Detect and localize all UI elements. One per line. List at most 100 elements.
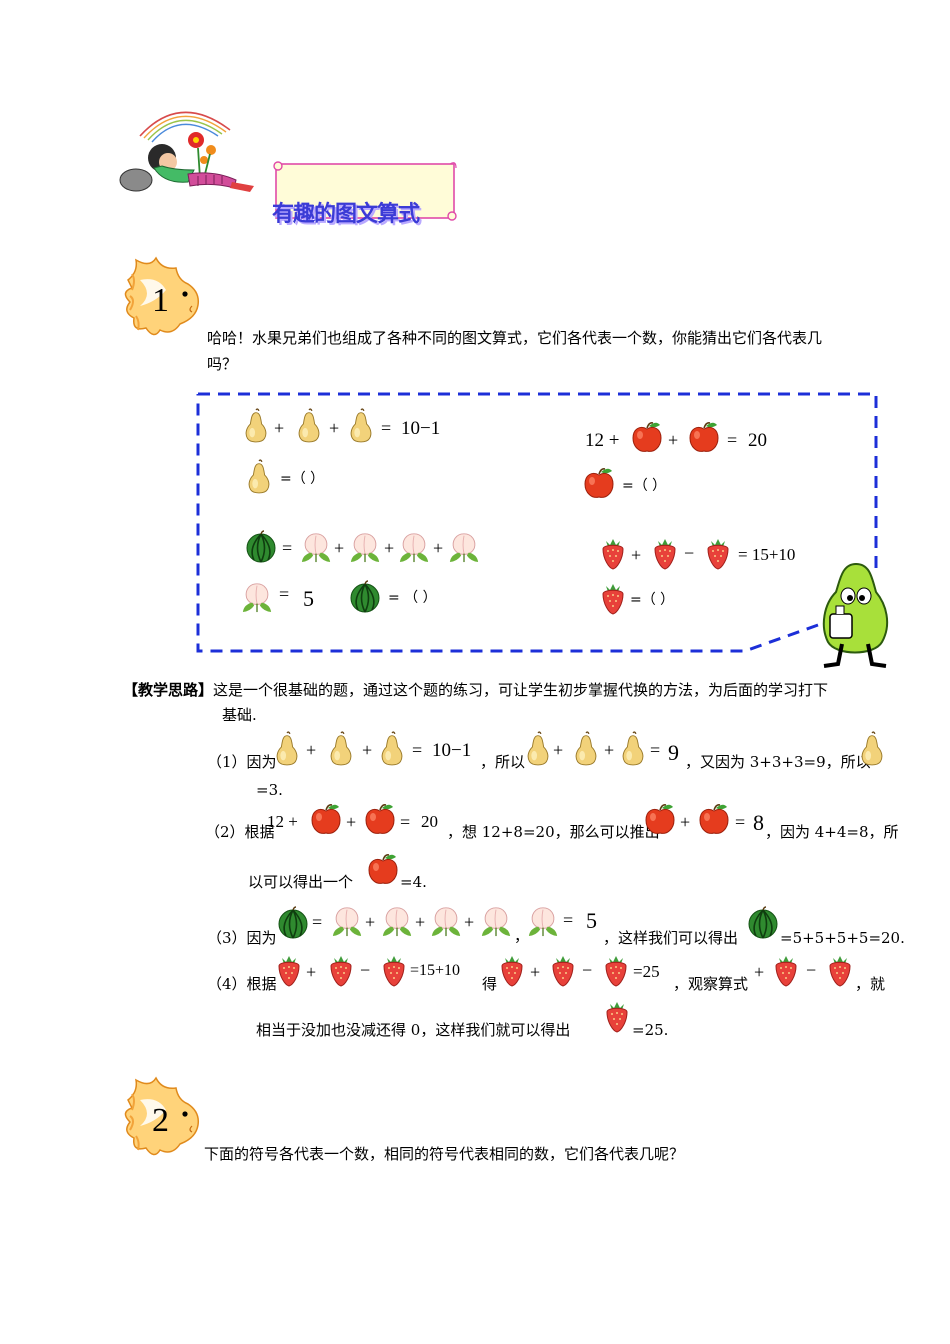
page-title: 有趣的图文算式 — [272, 202, 420, 227]
teaching-label: 【教学思路】 — [123, 681, 214, 699]
teaching-text-line1: 【教学思路】这是一个很基础的题，通过这个题的练习，可让学生初步掌握代换的方法，为… — [123, 681, 829, 699]
equals-sign: = — [412, 740, 423, 760]
peach-icon — [480, 904, 512, 938]
step1-end: =3. — [256, 781, 283, 799]
step2-num: 12 + — [267, 812, 298, 831]
apple-icon — [366, 852, 400, 886]
plus-sign: + — [346, 812, 357, 832]
peach-icon — [398, 530, 430, 564]
plus-sign: + — [433, 538, 444, 558]
pear-icon — [377, 730, 407, 768]
step4-prefix: （4）根据 — [207, 975, 277, 993]
step2-sum: 8 — [753, 810, 764, 835]
strawberry-icon — [548, 952, 578, 988]
equals-sign: = — [727, 430, 738, 450]
watermelon-icon — [244, 530, 278, 564]
plus-sign: + — [365, 912, 376, 932]
step1-tail: ，又因为 3+3+3=9，所以 — [685, 753, 871, 771]
peach-icon — [300, 530, 332, 564]
step4-line2: 相当于没加也没减还得 0，这样我们就可以得出 — [256, 1021, 571, 1039]
strawberry-icon — [274, 952, 304, 988]
step1-sum: 9 — [668, 740, 679, 765]
apple-icon — [630, 420, 664, 454]
pear-icon — [326, 730, 356, 768]
pear-icon — [523, 730, 553, 768]
step2-end: =4. — [400, 873, 427, 891]
step4-de: 得 — [482, 975, 498, 993]
apple-icon — [643, 802, 677, 836]
mascot-icon — [822, 562, 889, 668]
apple-answer: =（ ） — [622, 478, 667, 494]
equals-sign: = — [400, 812, 411, 832]
peach-icon — [527, 904, 559, 938]
pear-result: 10−1 — [401, 418, 441, 439]
plus-sign: + — [306, 962, 317, 982]
melon-answer: = （ ） — [388, 590, 437, 606]
problem2-intro: 下面的符号各代表一个数，相同的符号代表相同的数，它们各代表几呢？ — [204, 1145, 685, 1163]
strawberry-icon — [379, 952, 409, 988]
step3-mid: ，这样我们可以得出 — [603, 929, 739, 947]
pear-icon — [294, 407, 324, 445]
plus-sign: + — [384, 538, 395, 558]
step2-result: 20 — [421, 812, 438, 831]
step3-prefix: （3）因为 — [207, 929, 277, 947]
equals-sign: = — [312, 912, 323, 932]
problem1-intro-line2: 吗？ — [207, 355, 238, 373]
peach-icon — [381, 904, 413, 938]
plus-sign: + — [530, 962, 541, 982]
peach-icon — [241, 580, 273, 614]
plus-sign: + — [754, 962, 765, 982]
minus-sign: − — [806, 960, 817, 980]
plus-sign: + — [604, 740, 615, 760]
straw-result: = 15+10 — [738, 545, 796, 564]
apple-icon — [582, 466, 616, 500]
strawberry-icon — [497, 952, 527, 988]
peach-icon — [430, 904, 462, 938]
strawberry-icon — [703, 535, 733, 571]
apple-result: 20 — [748, 430, 767, 451]
equals-sign: = — [381, 418, 392, 438]
pear-icon — [618, 730, 648, 768]
apple-icon — [309, 802, 343, 836]
watermelon-icon — [276, 906, 310, 940]
step4-sum: =25 — [633, 962, 660, 981]
strawberry-icon — [598, 535, 628, 571]
step2-prefix: （2）根据 — [205, 823, 275, 841]
plus-sign: + — [631, 545, 642, 565]
step1-result: 10−1 — [432, 740, 472, 761]
strawberry-icon — [650, 535, 680, 571]
step3-end: =5+5+5+5=20. — [780, 929, 905, 947]
step4-mid: ，观察算式 — [673, 975, 749, 993]
equals-sign: = — [279, 584, 290, 604]
pear-icon — [857, 730, 887, 768]
minus-sign: − — [684, 543, 695, 563]
strawberry-icon — [601, 952, 631, 988]
plus-sign: + — [306, 740, 317, 760]
plus-sign: + — [274, 418, 285, 438]
plus-sign: + — [668, 430, 679, 450]
peach-value: 5 — [303, 586, 314, 611]
plus-sign: + — [553, 740, 564, 760]
apple-prefix: 12 + — [585, 430, 620, 451]
pear-answer: =（ ） — [280, 471, 325, 487]
step1-mid: ，所以 — [480, 753, 526, 771]
plus-sign: + — [464, 912, 475, 932]
peach-icon — [448, 530, 480, 564]
strawberry-icon — [598, 580, 628, 616]
step1-prefix: （1）因为 — [207, 753, 277, 771]
pear-icon — [571, 730, 601, 768]
apple-icon — [363, 802, 397, 836]
minus-sign: − — [360, 960, 371, 980]
peach-icon — [349, 530, 381, 564]
plus-sign: + — [415, 912, 426, 932]
step4-result: =15+10 — [410, 962, 461, 979]
equals-sign: = — [735, 812, 746, 832]
comma: ， — [514, 927, 530, 945]
pear-icon — [346, 407, 376, 445]
watermelon-icon — [348, 580, 382, 614]
minus-sign: − — [582, 960, 593, 980]
problem1-intro-line1: 哈哈！水果兄弟们也组成了各种不同的图文算式，它们各代表一个数，你能猜出它们各代表… — [207, 329, 823, 347]
problem-number-1: 1 — [152, 282, 169, 319]
step2-line2: 以可以得出一个 — [248, 873, 354, 891]
plus-sign: + — [329, 418, 340, 438]
